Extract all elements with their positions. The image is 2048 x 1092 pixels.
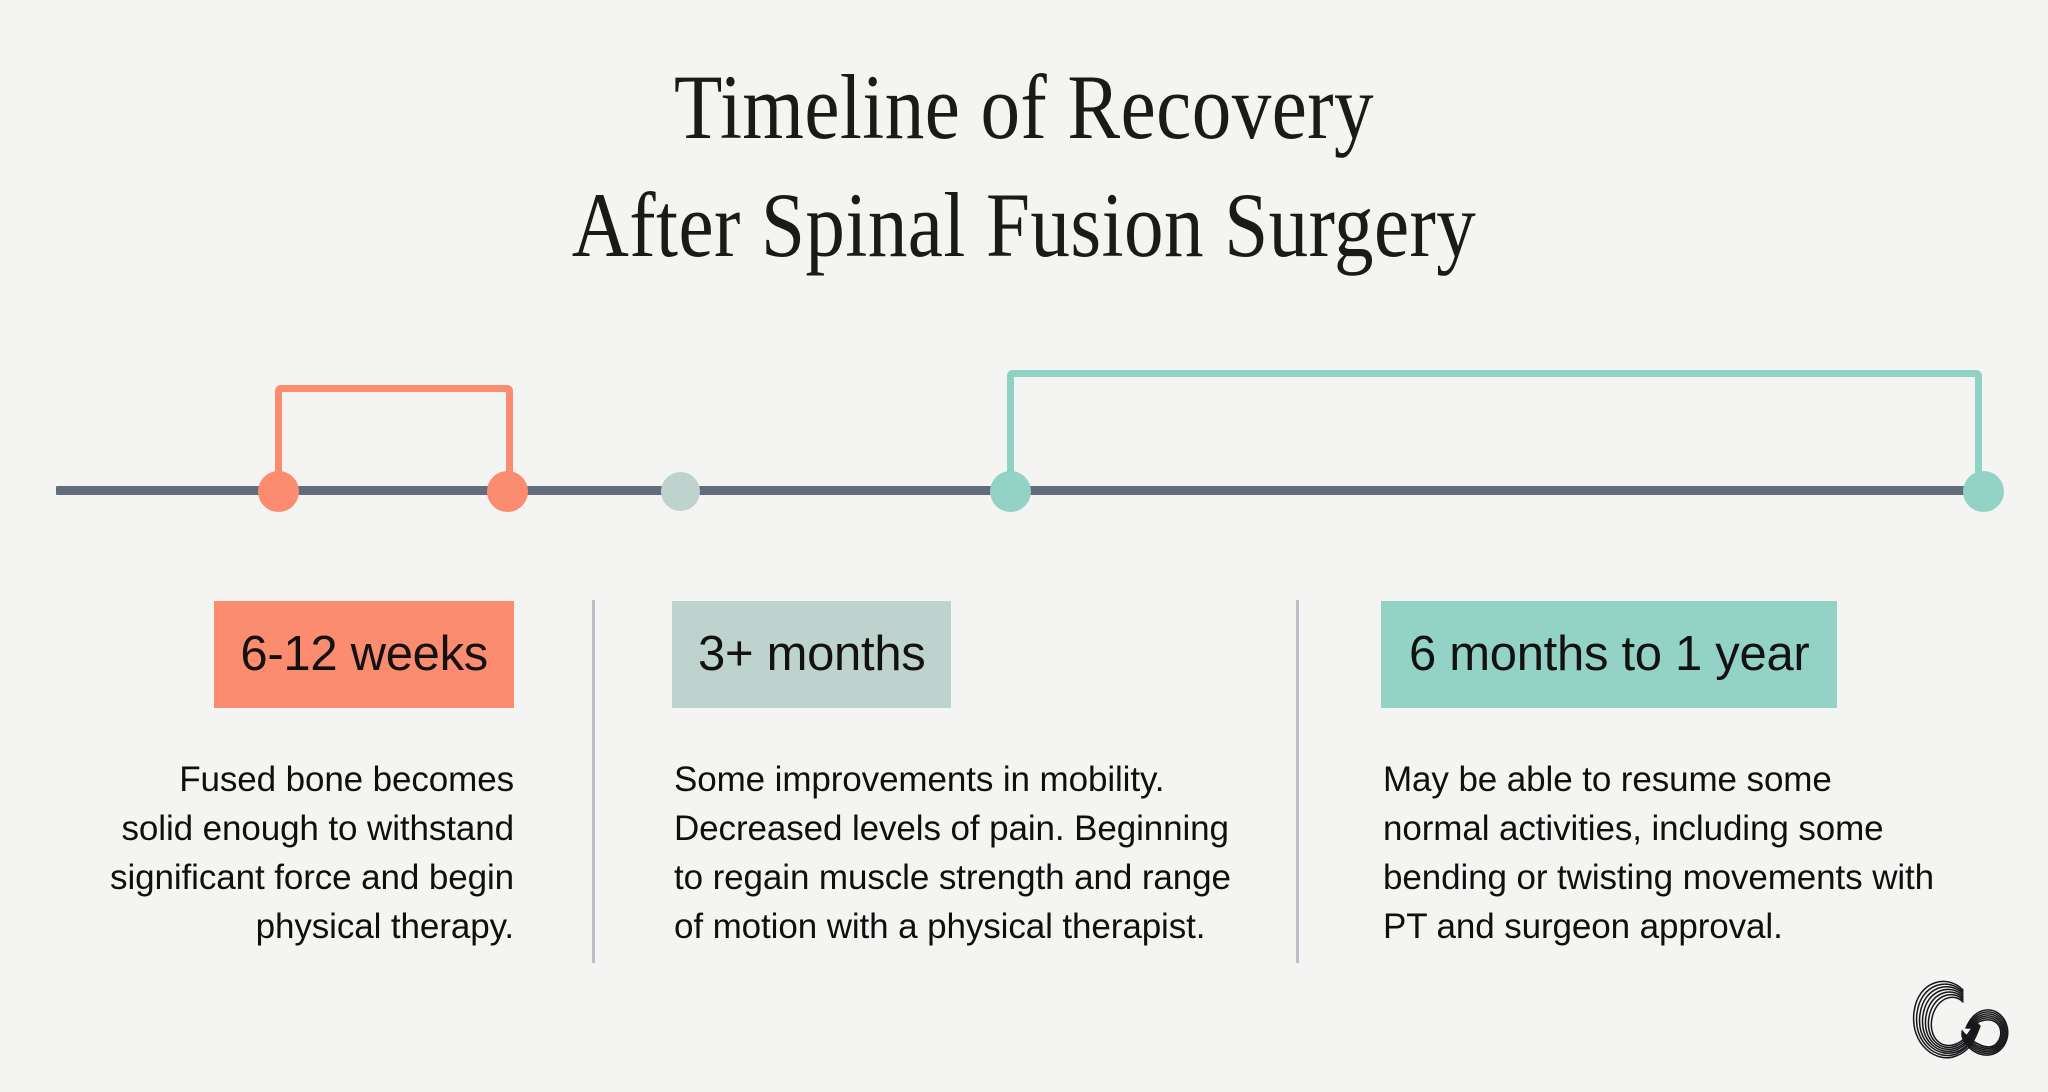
stage-column-3: 6 months to 1 year xyxy=(1381,601,1911,708)
stage-2-label-chip: 3+ months xyxy=(672,601,952,708)
page-title-line-1: Timeline of Recovery xyxy=(673,56,1375,158)
page-title-line-2: After Spinal Fusion Surgery xyxy=(571,174,1477,276)
stage-3-label-chip: 6 months to 1 year xyxy=(1381,601,1838,708)
cs-monogram-logo[interactable] xyxy=(1902,968,2020,1072)
timeline-dot-1-year[interactable] xyxy=(1963,471,2004,512)
bracket-6-months-to-1-year xyxy=(1007,370,1982,495)
stage-column-2: 3+ months xyxy=(672,601,1002,708)
timeline-dot-3-months[interactable] xyxy=(661,472,700,511)
timeline-dot-6-months[interactable] xyxy=(990,471,1031,512)
stage-1-description: Fused bone becomes solid enough to withs… xyxy=(110,760,514,946)
stage-column-1: 6-12 weeks xyxy=(188,601,514,708)
timeline-dot-12-weeks[interactable] xyxy=(487,471,528,512)
stage-1-label-chip: 6-12 weeks xyxy=(214,601,514,708)
page-title: Timeline of Recovery After Spinal Fusion… xyxy=(0,48,2048,284)
bracket-6-12-weeks xyxy=(275,385,513,495)
timeline-dot-6-weeks[interactable] xyxy=(258,471,299,512)
column-divider-1 xyxy=(592,600,595,963)
stage-3-description: May be able to resume some normal activi… xyxy=(1383,760,1935,946)
column-divider-2 xyxy=(1296,600,1299,963)
stage-2-description: Some improvements in mobility. Decreased… xyxy=(674,760,1231,946)
